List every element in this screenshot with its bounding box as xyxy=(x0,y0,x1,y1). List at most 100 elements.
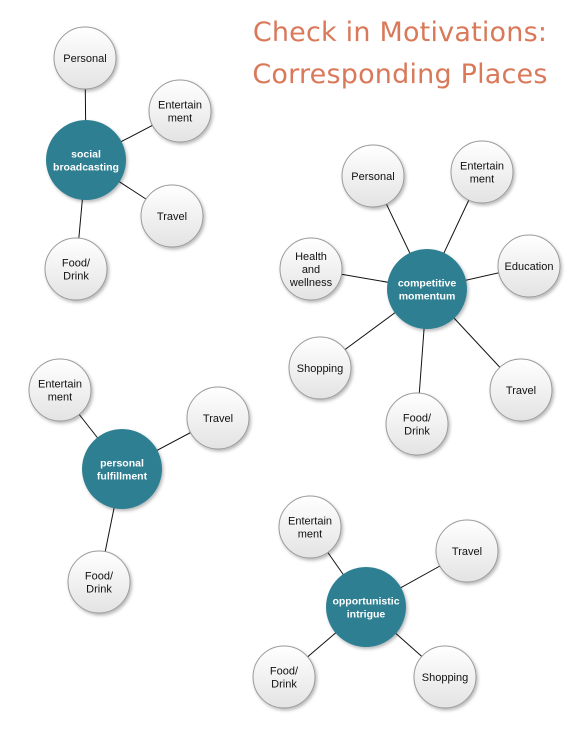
leaf-circle xyxy=(435,519,499,583)
hub-circle xyxy=(82,429,162,509)
leaf-circle xyxy=(497,234,561,298)
title-line-1: Check in Motivations: xyxy=(252,17,548,48)
hub-label-line: fulfillment xyxy=(97,471,148,483)
leaf-label-line: Personal xyxy=(63,53,106,65)
leaf-circle xyxy=(450,140,514,204)
hub-circle xyxy=(387,249,467,329)
leaf-label-line: Entertain xyxy=(288,516,332,528)
leaf-node: Shopping xyxy=(288,336,352,400)
leaf-circle xyxy=(278,495,342,559)
leaf-label: Shopping xyxy=(422,672,469,684)
leaf-label-line: Drink xyxy=(404,426,430,438)
leaf-label-line: Health xyxy=(295,251,327,263)
leaf-label-line: Personal xyxy=(351,171,394,183)
leaf-label-line: Food/ xyxy=(85,571,114,583)
leaf-label: Travel xyxy=(157,211,187,223)
leaf-label-line: Entertain xyxy=(158,100,202,112)
leaf-label-line: Shopping xyxy=(422,672,469,684)
leaf-label: Food/Drink xyxy=(403,413,432,438)
leaf-circle xyxy=(44,237,108,301)
leaf-node: Shopping xyxy=(413,645,477,709)
leaf-label-line: and xyxy=(302,264,320,276)
hub-label-line: competitive xyxy=(398,278,457,290)
leaf-node: Food/Drink xyxy=(252,645,316,709)
leaf-label-line: ment xyxy=(298,529,322,541)
leaf-circle xyxy=(279,237,343,301)
leaf-circle xyxy=(413,645,477,709)
leaf-label: Food/Drink xyxy=(62,258,91,283)
leaf-node: Travel xyxy=(489,358,553,422)
leaf-label: Education xyxy=(505,261,554,273)
leaf-circle xyxy=(252,645,316,709)
hub-label-line: social xyxy=(71,149,101,161)
leaf-node: Food/Drink xyxy=(385,392,449,456)
leaf-label-line: Food/ xyxy=(62,258,91,270)
hub-label-line: personal xyxy=(100,458,144,470)
leaf-node: Travel xyxy=(186,386,250,450)
leaf-node: Personal xyxy=(53,26,117,90)
leaf-label-line: Entertain xyxy=(460,161,504,173)
leaf-label-line: wellness xyxy=(289,277,333,289)
leaf-label-line: Travel xyxy=(203,413,233,425)
leaf-label-line: Travel xyxy=(506,385,536,397)
leaf-label-line: Entertain xyxy=(38,379,82,391)
leaf-label: Food/Drink xyxy=(85,571,114,596)
leaf-label-line: Drink xyxy=(63,271,89,283)
leaf-label-line: Drink xyxy=(271,679,297,691)
leaf-label-line: ment xyxy=(470,174,494,186)
leaf-label: Food/Drink xyxy=(270,666,299,691)
leaf-label-line: Travel xyxy=(157,211,187,223)
leaf-label: Shopping xyxy=(297,363,344,375)
leaf-circle xyxy=(28,358,92,422)
leaf-label: Travel xyxy=(452,546,482,558)
hub-circle xyxy=(326,567,406,647)
leaf-label-line: Travel xyxy=(452,546,482,558)
leaf-node: Food/Drink xyxy=(44,237,108,301)
leaf-node: Food/Drink xyxy=(67,550,131,614)
leaf-label-line: Food/ xyxy=(270,666,299,678)
leaf-label-line: Food/ xyxy=(403,413,432,425)
leaf-label: Travel xyxy=(203,413,233,425)
leaf-label-line: Drink xyxy=(86,584,112,596)
leaf-circle xyxy=(489,358,553,422)
leaf-circle xyxy=(67,550,131,614)
diagram-title: Check in Motivations: Corresponding Plac… xyxy=(240,12,560,96)
hub-label-line: intrigue xyxy=(347,609,386,621)
leaf-label-line: Education xyxy=(505,261,554,273)
leaf-node: Travel xyxy=(140,184,204,248)
hub-circle xyxy=(46,120,126,200)
leaf-circle xyxy=(341,144,405,208)
leaf-label-line: Shopping xyxy=(297,363,344,375)
hub-label-line: opportunistic xyxy=(332,596,399,608)
leaf-label-line: ment xyxy=(48,392,72,404)
leaf-node: Education xyxy=(497,234,561,298)
leaf-label: Personal xyxy=(63,53,106,65)
leaf-circle xyxy=(385,392,449,456)
leaf-label: Travel xyxy=(506,385,536,397)
leaf-circle xyxy=(148,79,212,143)
title-line-2: Corresponding Places xyxy=(252,59,548,90)
